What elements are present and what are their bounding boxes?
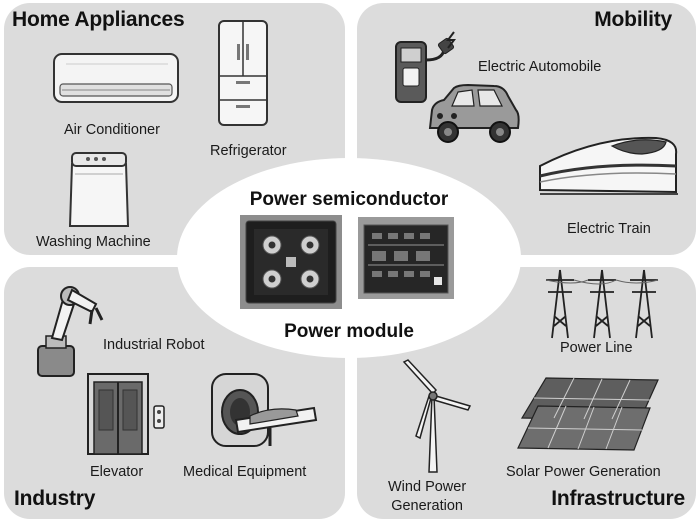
center-ellipse <box>177 158 521 358</box>
bullet-train-icon <box>539 136 678 195</box>
air-conditioner-label: Air Conditioner <box>64 122 160 138</box>
electric-train-label: Electric Train <box>567 221 651 237</box>
mobility-title: Mobility <box>594 8 672 31</box>
medical-equipment-label: Medical Equipment <box>183 464 307 480</box>
solar-panel-icon <box>517 377 659 451</box>
mri-scanner-icon <box>211 373 318 447</box>
electric-car-icon <box>428 83 520 143</box>
home-appliances-title: Home Appliances <box>12 8 185 31</box>
power-line-label: Power Line <box>560 340 633 356</box>
power-semiconductor-label: Power semiconductor <box>249 189 449 210</box>
refrigerator-label: Refrigerator <box>210 143 287 159</box>
elevator-icon <box>87 373 165 455</box>
infrastructure-title: Infrastructure <box>551 487 685 510</box>
electric-automobile-label: Electric Automobile <box>478 59 602 75</box>
industry-title: Industry <box>14 487 96 510</box>
power-module-board-photo <box>358 217 454 299</box>
refrigerator-icon <box>218 20 268 126</box>
washing-machine-icon <box>68 152 130 227</box>
robot-arm-icon <box>37 286 104 377</box>
power-module-photo <box>240 215 342 309</box>
power-module-label: Power module <box>284 321 414 342</box>
solar-power-generation-label: Solar Power Generation <box>506 464 661 480</box>
washing-machine-label: Washing Machine <box>36 234 151 250</box>
industrial-robot-label: Industrial Robot <box>103 337 205 353</box>
ev-charger-icon <box>395 31 456 103</box>
elevator-label: Elevator <box>90 464 144 480</box>
power-tower-icon <box>545 269 659 339</box>
wind-power-generation-label: Wind Power Generation <box>388 479 467 514</box>
air-conditioner-icon <box>53 53 179 103</box>
wind-turbine-icon <box>402 359 472 473</box>
